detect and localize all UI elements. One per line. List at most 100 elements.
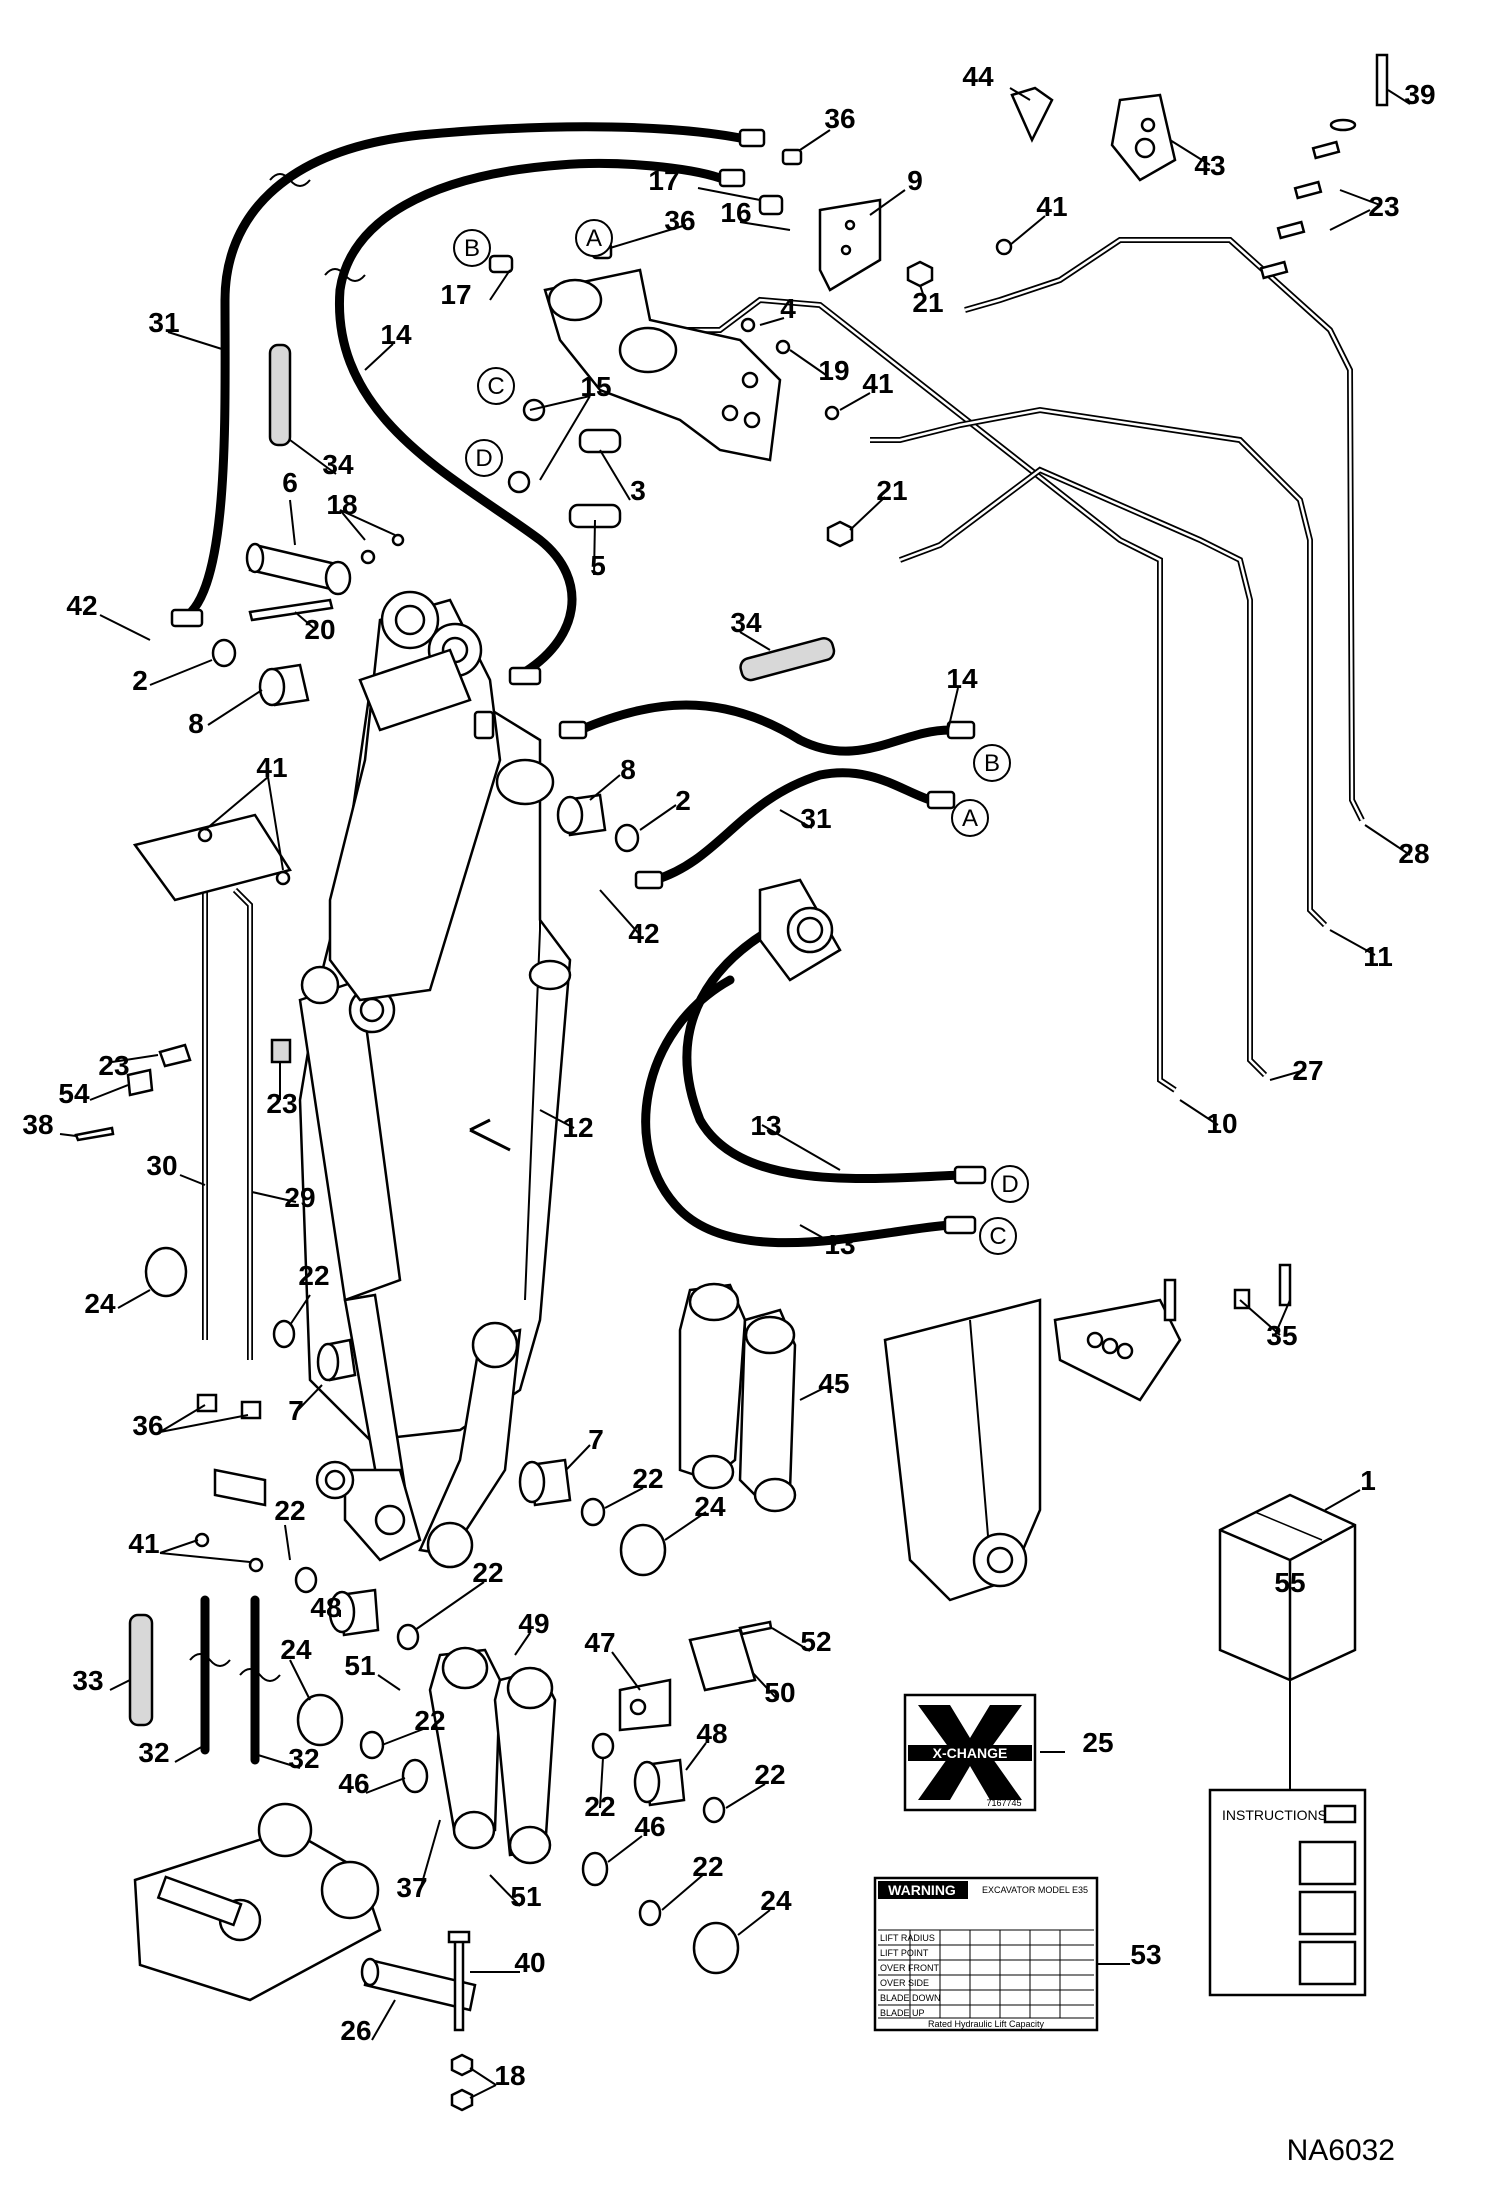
- callout-36: 36: [132, 1410, 163, 1441]
- port-letter: D: [1001, 1171, 1018, 1198]
- callout-48: 48: [310, 1592, 341, 1623]
- callout-22: 22: [274, 1495, 305, 1526]
- callout-41: 41: [128, 1528, 159, 1559]
- hose-guard-34-middle: [739, 637, 836, 682]
- bucket-link-lower: [883, 1298, 1042, 1602]
- decal-25-label: X-CHANGE: [933, 1745, 1008, 1761]
- port-label-a: A: [951, 799, 989, 837]
- decal-53: WARNING EXCAVATOR MODEL E35 LIFT RADIUSL…: [873, 1876, 1099, 2032]
- callout-6: 6: [282, 467, 298, 498]
- callout-24: 24: [280, 1634, 312, 1665]
- port-label-d: D: [991, 1165, 1029, 1203]
- decal-53-row: LIFT RADIUS: [880, 1933, 935, 1943]
- callout-41: 41: [862, 368, 893, 399]
- callout-20: 20: [304, 614, 335, 645]
- callout-51: 51: [510, 1881, 541, 1912]
- decal-25-code: 7167745: [986, 1798, 1021, 1808]
- callout-18: 18: [326, 489, 357, 520]
- callout-25: 25: [1082, 1727, 1113, 1758]
- callout-31: 31: [800, 803, 831, 834]
- callout-32: 32: [288, 1743, 319, 1774]
- callout-19: 19: [818, 355, 849, 386]
- fittings-36-41: [194, 1393, 267, 1573]
- hose-13-b: [641, 975, 955, 1248]
- callout-39: 39: [1404, 79, 1435, 110]
- callout-51: 51: [344, 1650, 375, 1681]
- callout-38: 38: [22, 1109, 53, 1140]
- nut-18: [360, 533, 405, 565]
- decal-53-row: OVER SIDE: [880, 1978, 929, 1988]
- callout-9: 9: [907, 165, 923, 196]
- decal-25: X-CHANGE 7167745: [903, 1693, 1037, 1812]
- manual-55: INSTRUCTIONS: [1208, 1788, 1367, 1997]
- callout-22: 22: [692, 1851, 723, 1882]
- callout-50: 50: [764, 1677, 795, 1708]
- bolt-52: [738, 1620, 773, 1636]
- callout-12: 12: [562, 1112, 593, 1143]
- callout-44: 44: [962, 61, 994, 92]
- bushing-set: [316, 1338, 686, 1807]
- bracket-47: [618, 1678, 672, 1732]
- callout-22: 22: [414, 1705, 445, 1736]
- plate-50: [688, 1628, 757, 1692]
- pin-6: [245, 542, 352, 596]
- tube-11: [870, 406, 1328, 928]
- callout-13: 13: [824, 1229, 855, 1260]
- spring-46: [401, 1758, 609, 1887]
- callout-47: 47: [584, 1627, 615, 1658]
- callout-54: 54: [58, 1078, 90, 1109]
- callout-46: 46: [634, 1811, 665, 1842]
- hose-31-middle: [650, 768, 935, 885]
- callout-15: 15: [580, 371, 611, 402]
- callout-40: 40: [514, 1947, 545, 1978]
- callout-49: 49: [518, 1608, 549, 1639]
- pin-26: [360, 1957, 477, 2012]
- bolt-40: [447, 1930, 471, 2032]
- bushing-8-right: [556, 793, 607, 837]
- callout-41: 41: [256, 752, 287, 783]
- tube-29: [232, 887, 253, 1360]
- port-label-b: B: [973, 744, 1011, 782]
- callout-23: 23: [1368, 191, 1399, 222]
- decal-53-row: BLADE DOWN: [880, 1993, 941, 2003]
- bolt-20: [248, 598, 334, 622]
- hose-fitting: [558, 720, 976, 890]
- callout-53: 53: [1130, 1939, 1161, 1970]
- hose-guard-34-upper: [268, 343, 292, 447]
- link-49: [428, 1646, 557, 1865]
- hose-fitting: [170, 128, 766, 686]
- callout-36: 36: [824, 103, 855, 134]
- callout-43: 43: [1194, 150, 1225, 181]
- bracket-43: [1110, 93, 1177, 182]
- callout-32: 32: [138, 1737, 169, 1768]
- decal-53-row: LIFT POINT: [880, 1948, 929, 1958]
- port-letter: A: [586, 225, 602, 252]
- callout-16: 16: [720, 197, 751, 228]
- bushing-8-left: [258, 663, 310, 707]
- callout-34: 34: [730, 607, 762, 638]
- callout-5: 5: [590, 550, 606, 581]
- swivel-block: [758, 878, 842, 982]
- o-ring-2-right: [614, 823, 640, 853]
- hose-14-middle: [575, 700, 955, 756]
- callout-28: 28: [1398, 838, 1429, 869]
- tube-27: [898, 466, 1268, 1078]
- decal-53-row: OVER FRONT: [880, 1963, 940, 1973]
- port-label-d: D: [465, 439, 503, 477]
- callout-23: 23: [98, 1050, 129, 1081]
- callout-37: 37: [396, 1872, 427, 1903]
- callout-1: 1: [1360, 1465, 1376, 1496]
- decal-53-footer: Rated Hydraulic Lift Capacity: [928, 2019, 1045, 2029]
- callout-22: 22: [298, 1260, 329, 1291]
- manifold-plate-9: [818, 198, 882, 292]
- port-label-a: A: [575, 219, 613, 257]
- drawing-code: NA6032: [1287, 2134, 1395, 2167]
- fitting-group-top: [488, 148, 1013, 548]
- boom-tip: [328, 590, 502, 1002]
- callout-23: 23: [266, 1088, 297, 1119]
- port-letter: B: [984, 750, 1000, 777]
- hose-31-upper: [175, 122, 755, 625]
